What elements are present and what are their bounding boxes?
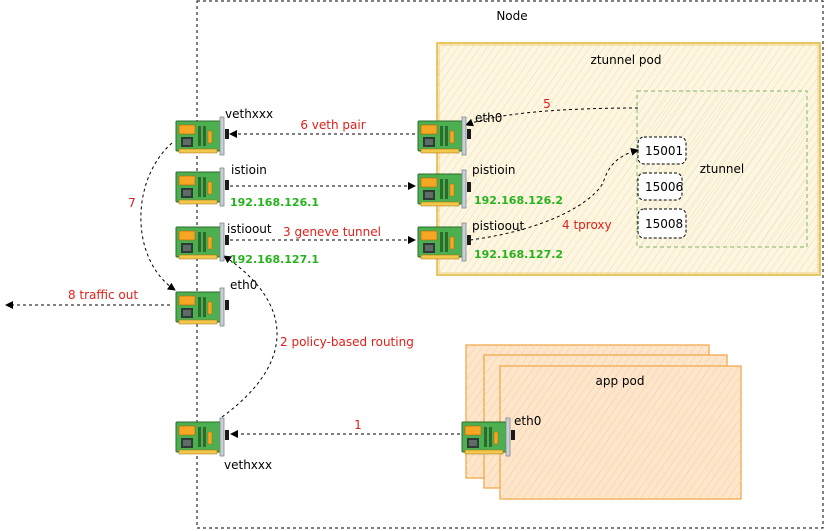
svg-text:192.168.126.1: 192.168.126.1 bbox=[230, 196, 319, 209]
edge-4: 4 tproxy bbox=[469, 148, 639, 241]
edge-1: 1 bbox=[230, 418, 460, 438]
app-pod: app pod bbox=[465, 344, 742, 500]
svg-text:15001: 15001 bbox=[645, 144, 683, 158]
app-pod-title: app pod bbox=[596, 374, 645, 388]
nic-ztunnel-eth0[interactable]: eth0 bbox=[417, 111, 502, 156]
nic-app-eth0[interactable]: eth0 bbox=[461, 414, 541, 457]
ztunnel-title: ztunnel bbox=[700, 162, 745, 176]
edge-3: 3 geneve tunnel bbox=[230, 225, 416, 244]
edge-7: 7 bbox=[128, 142, 176, 291]
svg-text:4 tproxy: 4 tproxy bbox=[562, 218, 612, 232]
edge-8: 8 traffic out bbox=[5, 288, 170, 309]
svg-text:1: 1 bbox=[354, 418, 362, 432]
nic-vethxxx-bottom[interactable]: vethxxx bbox=[175, 417, 272, 472]
svg-text:15006: 15006 bbox=[645, 180, 683, 194]
svg-text:istioin: istioin bbox=[231, 163, 267, 177]
port-15006: 15006 bbox=[637, 172, 683, 201]
nic-pistioin[interactable]: pistioin 192.168.126.2 bbox=[417, 163, 563, 209]
nic-istioout[interactable]: istioout 192.168.127.1 bbox=[175, 222, 319, 266]
svg-text:7: 7 bbox=[128, 196, 136, 210]
nic-pistioout[interactable]: pistioout 192.168.127.2 bbox=[417, 219, 563, 262]
svg-text:eth0: eth0 bbox=[514, 414, 541, 428]
svg-text:8 traffic out: 8 traffic out bbox=[68, 288, 138, 302]
svg-text:eth0: eth0 bbox=[475, 111, 502, 125]
svg-text:vethxxx: vethxxx bbox=[224, 458, 272, 472]
edge-6: 6 veth pair bbox=[229, 118, 415, 138]
svg-text:6 veth pair: 6 veth pair bbox=[300, 118, 365, 132]
svg-text:192.168.127.1: 192.168.127.1 bbox=[230, 253, 319, 266]
node-title: Node bbox=[496, 9, 527, 23]
ztunnel-box: ztunnel bbox=[636, 90, 808, 248]
svg-text:192.168.127.2: 192.168.127.2 bbox=[474, 248, 563, 261]
port-15001: 15001 bbox=[637, 136, 687, 165]
svg-text:pistioin: pistioin bbox=[472, 163, 516, 177]
svg-text:15008: 15008 bbox=[645, 217, 683, 231]
nic-istioin[interactable]: istioin 192.168.126.1 bbox=[175, 163, 319, 209]
svg-text:3 geneve tunnel: 3 geneve tunnel bbox=[283, 225, 381, 239]
svg-text:vethxxx: vethxxx bbox=[225, 107, 273, 121]
svg-text:192.168.126.2: 192.168.126.2 bbox=[474, 194, 563, 207]
svg-text:5: 5 bbox=[543, 97, 551, 111]
svg-text:istioout: istioout bbox=[227, 222, 272, 236]
svg-text:eth0: eth0 bbox=[230, 278, 257, 292]
svg-text:pistioout: pistioout bbox=[472, 219, 525, 233]
edge-2: 2 policy-based routing bbox=[221, 255, 414, 418]
node-box: Node bbox=[196, 0, 824, 529]
edge-5: 5 bbox=[465, 97, 639, 127]
nic-node-eth0[interactable]: eth0 bbox=[175, 278, 257, 327]
nic-vethxxx-top[interactable]: vethxxx bbox=[175, 107, 273, 156]
ztunnel-pod-title: ztunnel pod bbox=[591, 53, 662, 67]
svg-text:2 policy-based routing: 2 policy-based routing bbox=[280, 335, 414, 349]
port-15008: 15008 bbox=[637, 208, 687, 239]
